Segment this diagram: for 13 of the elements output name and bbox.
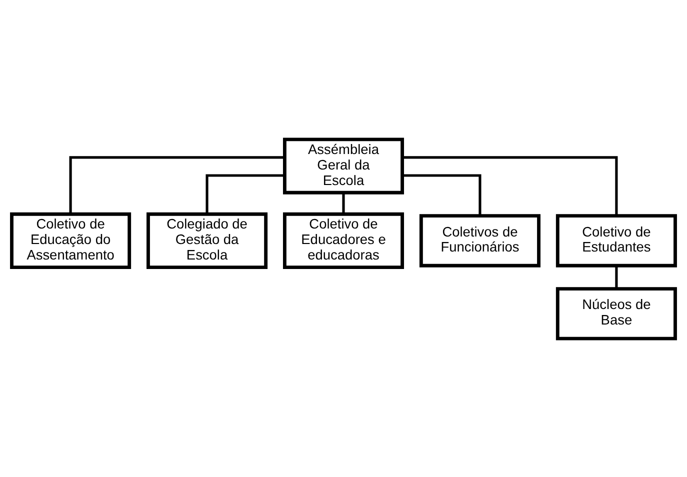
connector xyxy=(402,156,618,216)
connector xyxy=(615,265,618,288)
connector xyxy=(206,174,284,214)
node-box: Assémbleia Geral da Escola xyxy=(282,137,404,194)
node-box: Coletivo de Educadores e educadoras xyxy=(282,212,404,269)
connector xyxy=(402,174,482,216)
node-box: Núcleos de Base xyxy=(556,286,677,340)
connector xyxy=(69,156,285,214)
node-box: Colegiado de Gestão da Escola xyxy=(146,212,268,269)
connector xyxy=(342,192,345,214)
node-box: Coletivo de Educação do Assentamento xyxy=(10,212,132,269)
node-box: Coletivo de Estudantes xyxy=(556,214,677,267)
node-box: Coletivos de Funcionários xyxy=(419,214,540,267)
